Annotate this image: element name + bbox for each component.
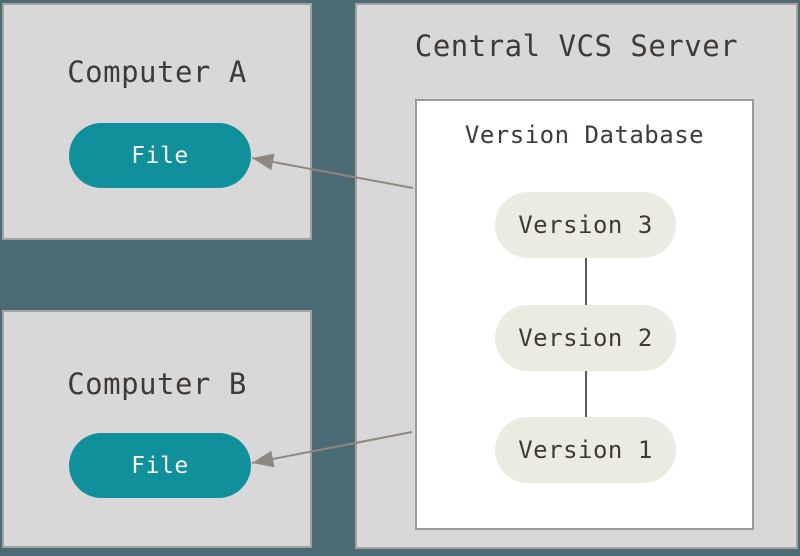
central-vcs-server-title: Central VCS Server — [414, 29, 739, 63]
central-vcs-server-box: Central VCS Server Version Database Vers… — [355, 3, 798, 549]
computer-a-box: Computer A File — [2, 3, 312, 240]
computer-b-box: Computer B File — [2, 310, 312, 548]
version-database-box: Version Database Version 3 Version 2 Ver… — [415, 99, 754, 530]
connector-version3-version2 — [585, 258, 587, 305]
version-2-node: Version 2 — [495, 305, 676, 371]
connector-version2-version1 — [585, 371, 587, 417]
computer-b-file-node: File — [69, 433, 251, 498]
version-database-title: Version Database — [464, 121, 705, 149]
version-2-label: Version 2 — [518, 324, 653, 352]
version-3-node: Version 3 — [495, 192, 676, 258]
computer-a-file-label: File — [131, 142, 189, 169]
computer-b-file-label: File — [131, 452, 189, 479]
version-1-label: Version 1 — [518, 436, 653, 464]
version-3-label: Version 3 — [518, 211, 653, 239]
computer-a-title: Computer A — [67, 55, 247, 89]
version-1-node: Version 1 — [495, 417, 676, 483]
computer-b-title: Computer B — [67, 367, 247, 401]
computer-a-file-node: File — [69, 123, 251, 188]
